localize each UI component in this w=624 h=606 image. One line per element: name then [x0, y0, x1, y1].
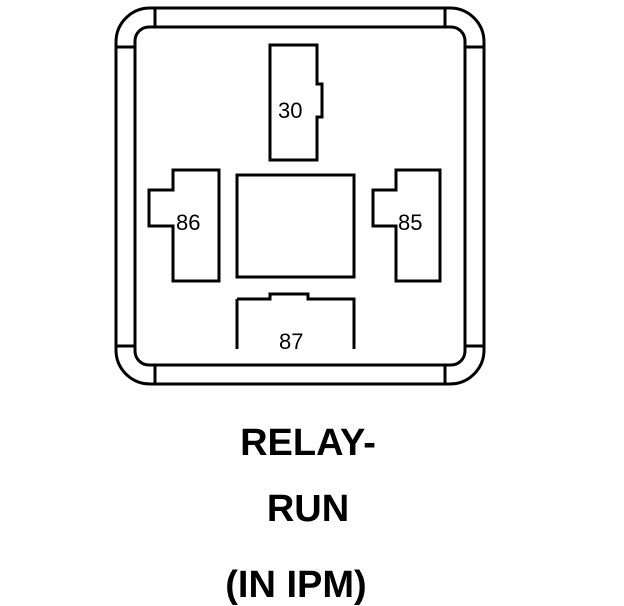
terminal-30-outline: [268, 43, 324, 162]
terminal-86-outline: [147, 168, 221, 283]
terminal-85-outline: [371, 168, 442, 283]
terminal-87-label: 87: [279, 329, 303, 354]
housing-inner-outline: [133, 25, 467, 367]
caption-location-line: (IN IPM): [225, 564, 367, 606]
caption-title-line-1: RELAY-: [240, 422, 376, 464]
terminal-30-label: 30: [278, 98, 302, 123]
terminal-85-label: 85: [398, 210, 422, 235]
center-cavity-outline: [235, 173, 356, 279]
housing-outer-outline: [114, 6, 486, 386]
terminal-86-label: 86: [176, 210, 200, 235]
terminal-87-outline: [235, 292, 356, 349]
relay-connector-diagram: 30 86 85 87: [114, 6, 486, 386]
caption-title-line-2: RUN: [266, 488, 350, 530]
